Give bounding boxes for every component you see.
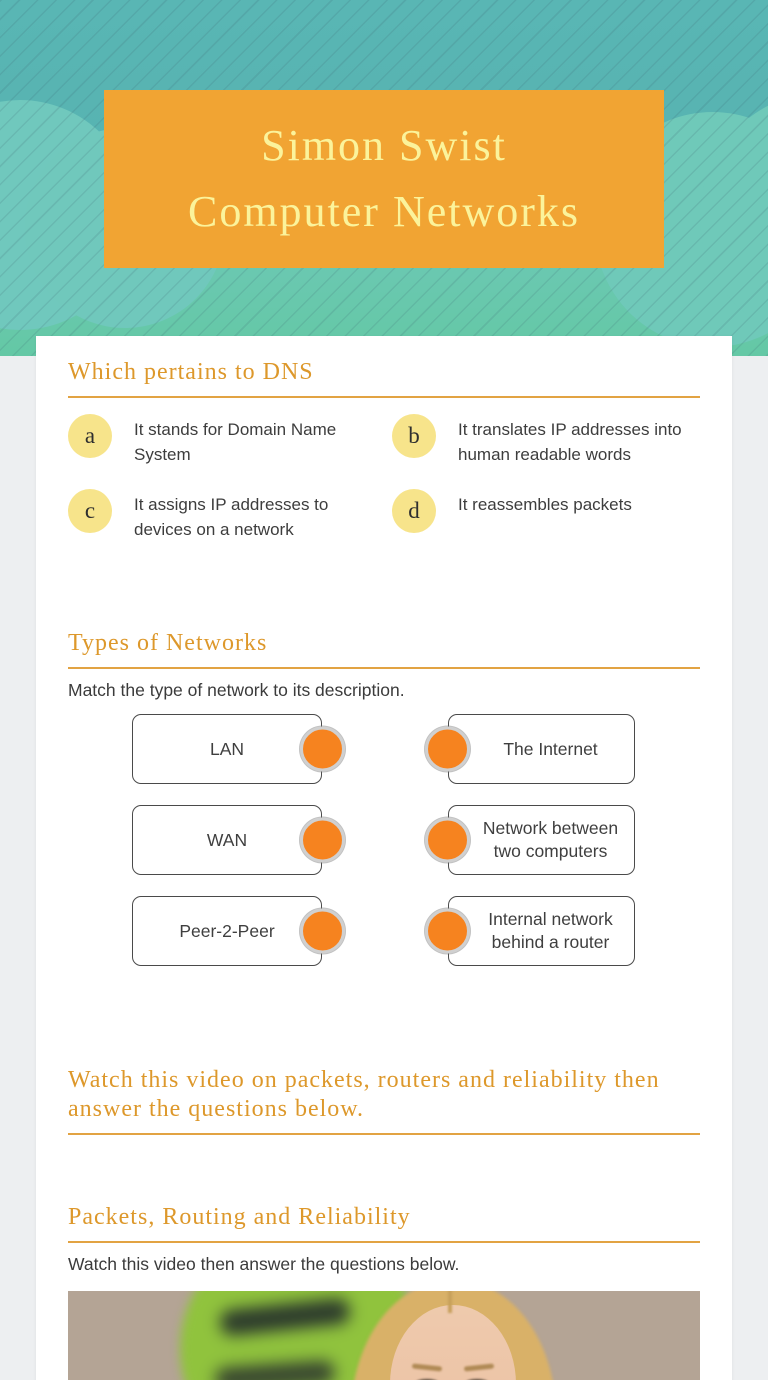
match-right-internal-network: Internal network behind a router <box>425 896 635 966</box>
matching-section-title: Types of Networks <box>68 630 268 656</box>
option-b-letter-circle[interactable]: b <box>392 414 436 458</box>
match-left-lan: LAN <box>132 714 345 784</box>
matching-instruction: Match the type of network to its descrip… <box>68 680 405 700</box>
section-divider <box>68 1133 700 1135</box>
worksheet-title-line2: Computer Networks <box>187 187 581 236</box>
match-connector-dot[interactable] <box>425 908 470 954</box>
option-a-text: It stands for Domain Name System <box>134 420 337 464</box>
option-c[interactable]: c It assigns IP addresses to devices on … <box>68 489 376 542</box>
match-right-internet-label: The Internet <box>503 738 598 759</box>
match-right-two-computers-label: Network between two computers <box>482 818 619 861</box>
option-d-letter-circle[interactable]: d <box>392 489 436 533</box>
match-connector-dot[interactable] <box>300 908 345 954</box>
dns-question-title: Which pertains to DNS <box>68 359 314 385</box>
packets-section-title: Packets, Routing and Reliability <box>68 1204 411 1230</box>
video-logo-mark <box>214 1359 336 1380</box>
option-d-text: It reassembles packets <box>458 495 632 514</box>
section-divider <box>68 1241 700 1243</box>
worksheet-card: Which pertains to DNS a It stands for Do… <box>36 336 732 1380</box>
match-left-p2p: Peer-2-Peer <box>132 896 345 966</box>
page-header: Simon Swist Computer Networks <box>0 0 768 356</box>
video-logo-mark <box>218 1297 352 1337</box>
section-divider <box>68 396 700 398</box>
worksheet-title-line1: Simon Swist <box>261 121 507 170</box>
match-row-2: WAN Network between two computers <box>68 805 700 875</box>
match-connector-dot[interactable] <box>425 817 470 863</box>
matching-area: LAN The Internet WAN Network between two… <box>68 714 700 966</box>
video-intro-title: Watch this video on packets, routers and… <box>68 1067 660 1122</box>
match-right-internal-network-label: Internal network behind a router <box>488 909 613 952</box>
match-left-wan: WAN <box>132 805 345 875</box>
dns-options-grid: a It stands for Domain Name System b It … <box>68 414 700 542</box>
video-thumbnail[interactable] <box>68 1291 700 1380</box>
match-connector-dot[interactable] <box>300 817 345 863</box>
section-divider <box>68 667 700 669</box>
option-d[interactable]: d It reassembles packets <box>392 489 700 542</box>
option-b[interactable]: b It translates IP addresses into human … <box>392 414 700 467</box>
option-b-text: It translates IP addresses into human re… <box>458 420 682 464</box>
option-a[interactable]: a It stands for Domain Name System <box>68 414 376 467</box>
video-presenter-hair-part <box>448 1291 452 1313</box>
match-connector-dot[interactable] <box>300 726 345 772</box>
option-c-letter-circle[interactable]: c <box>68 489 112 533</box>
match-left-wan-label: WAN <box>206 829 248 850</box>
packets-instruction: Watch this video then answer the questio… <box>68 1254 460 1274</box>
worksheet-title-banner: Simon Swist Computer Networks <box>104 90 664 268</box>
match-left-p2p-label: Peer-2-Peer <box>179 920 275 941</box>
match-right-internet: The Internet <box>425 714 635 784</box>
match-left-lan-label: LAN <box>209 738 245 759</box>
option-a-letter-circle[interactable]: a <box>68 414 112 458</box>
option-c-text: It assigns IP addresses to devices on a … <box>134 495 329 539</box>
match-right-two-computers: Network between two computers <box>425 805 635 875</box>
match-connector-dot[interactable] <box>425 726 470 772</box>
match-row-1: LAN The Internet <box>68 714 700 784</box>
match-row-3: Peer-2-Peer Internal network behind a ro… <box>68 896 700 966</box>
